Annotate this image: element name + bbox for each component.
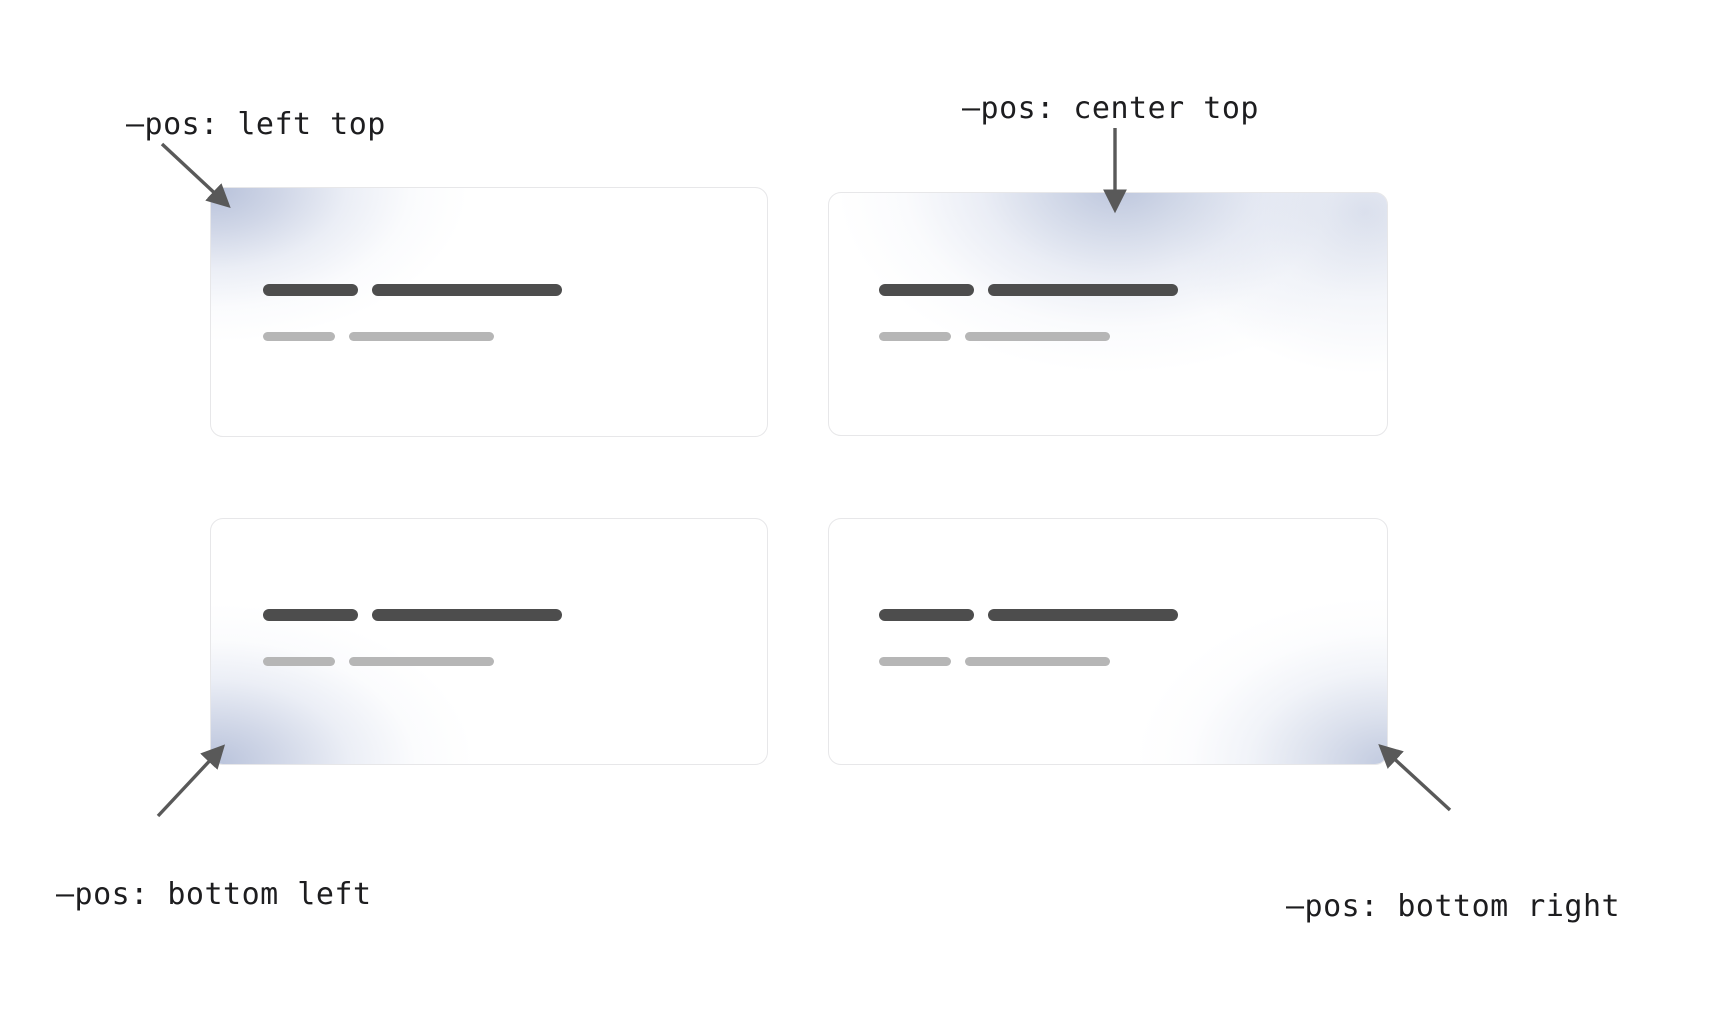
skeleton-row-primary xyxy=(263,284,562,296)
skeleton-bar xyxy=(879,284,974,296)
card-bottom-right[interactable] xyxy=(828,518,1388,765)
skeleton-bar xyxy=(988,609,1178,621)
annotation-label-left-top: —pos: left top xyxy=(126,107,386,142)
skeleton-bar xyxy=(879,332,951,341)
annotation-arrow-bottom-left xyxy=(156,744,226,818)
skeleton-bar xyxy=(263,284,358,296)
annotation-arrow-left-top xyxy=(160,142,231,209)
skeleton-row-primary xyxy=(879,609,1178,621)
skeleton-bar xyxy=(965,332,1110,341)
skeleton-row-secondary xyxy=(263,657,494,666)
card-content xyxy=(211,188,767,436)
skeleton-bar xyxy=(263,657,335,666)
card-content xyxy=(829,519,1387,764)
skeleton-bar xyxy=(372,609,562,621)
annotation-label-center-top: —pos: center top xyxy=(962,91,1259,126)
skeleton-bar xyxy=(349,657,494,666)
annotation-label-bottom-right: —pos: bottom right xyxy=(1286,889,1621,924)
skeleton-row-secondary xyxy=(879,332,1110,341)
skeleton-bar xyxy=(988,284,1178,296)
card-content xyxy=(829,193,1387,435)
skeleton-bar xyxy=(372,284,562,296)
annotation-arrow-center-top xyxy=(1103,128,1127,214)
annotation-label-bottom-left: —pos: bottom left xyxy=(56,877,372,912)
skeleton-row-primary xyxy=(263,609,562,621)
card-center-top[interactable] xyxy=(828,192,1388,436)
skeleton-bar xyxy=(879,657,951,666)
annotation-arrow-bottom-right xyxy=(1378,744,1452,812)
card-bottom-left[interactable] xyxy=(210,518,768,765)
skeleton-bar xyxy=(263,332,335,341)
skeleton-row-secondary xyxy=(263,332,494,341)
skeleton-bar xyxy=(349,332,494,341)
skeleton-bar xyxy=(263,609,358,621)
skeleton-row-secondary xyxy=(879,657,1110,666)
card-content xyxy=(211,519,767,764)
card-left-top[interactable] xyxy=(210,187,768,437)
skeleton-row-primary xyxy=(879,284,1178,296)
skeleton-bar xyxy=(965,657,1110,666)
skeleton-bar xyxy=(879,609,974,621)
